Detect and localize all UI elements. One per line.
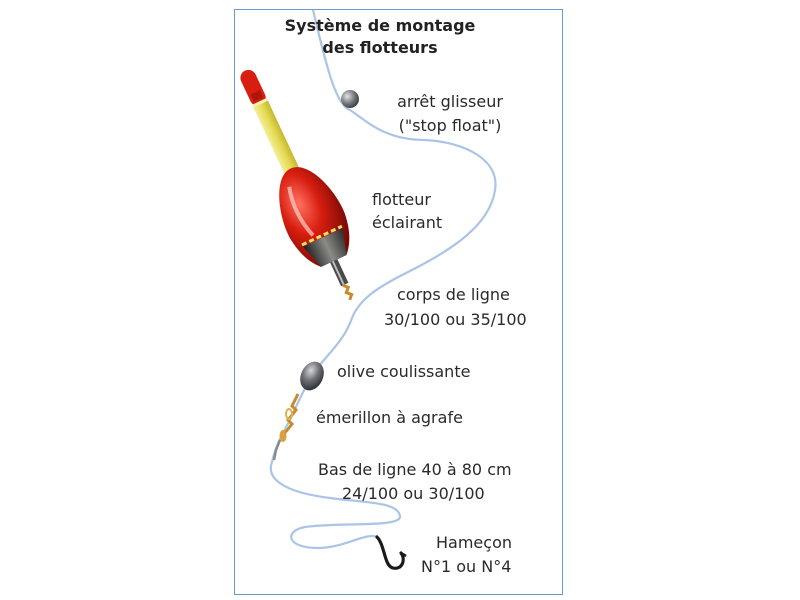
label-hook-line2: N°1 ou N°4	[421, 557, 512, 576]
label-hook-line1: Hameçon	[436, 533, 512, 552]
label-stop-float-line1: arrêt glisseur	[397, 92, 503, 111]
label-main-line-line2: 30/100 ou 35/100	[384, 310, 527, 329]
label-stop-float-line2: ("stop float")	[398, 116, 502, 135]
swivel-icon	[272, 393, 300, 461]
label-leader-line2: 24/100 ou 30/100	[342, 484, 485, 503]
diagram-title-line1: Système de montage	[284, 16, 476, 35]
label-float-line2: éclairant	[372, 213, 443, 232]
stop-float-bead	[341, 90, 359, 108]
label-leader-line1: Bas de ligne 40 à 80 cm	[318, 460, 512, 479]
label-swivel: émerillon à agrafe	[316, 408, 463, 427]
hook-icon	[375, 535, 407, 570]
label-olive: olive coulissante	[337, 362, 471, 381]
diagram-title-line2: des flotteurs	[322, 38, 438, 57]
diagram-frame	[234, 9, 563, 595]
float-icon	[240, 69, 354, 301]
label-main-line-line1: corps de ligne	[397, 285, 510, 304]
olive-lead	[300, 361, 324, 391]
label-float-line1: flotteur	[372, 190, 431, 209]
